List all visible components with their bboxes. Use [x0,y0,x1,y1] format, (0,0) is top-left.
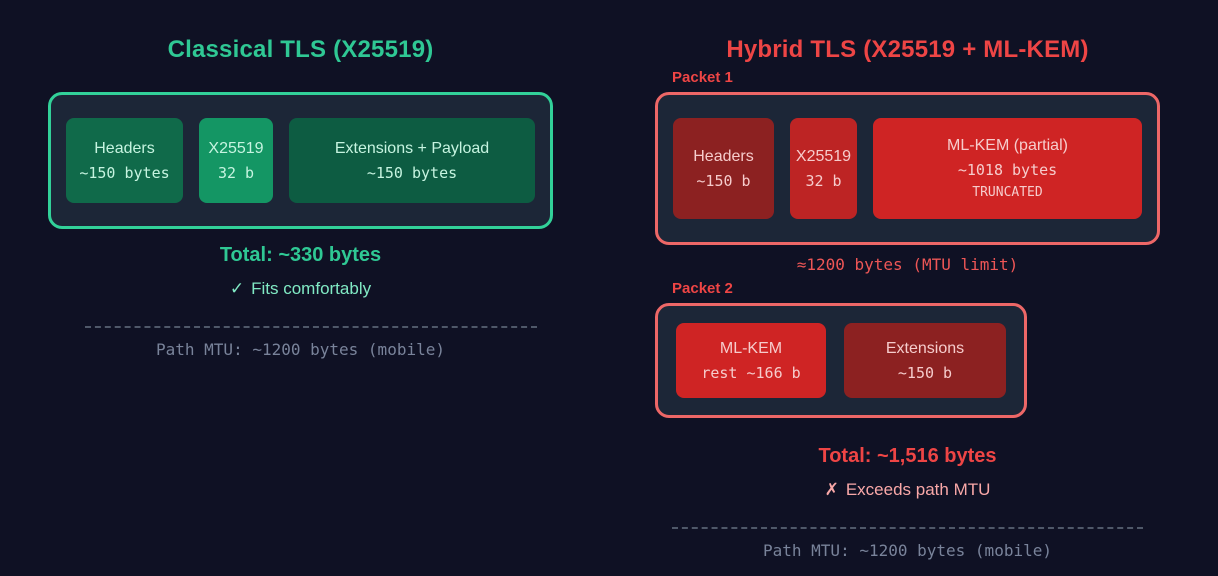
hybrid-divider [672,527,1143,529]
hybrid-mtu-note: Path MTU: ~1200 bytes (mobile) [763,541,1052,560]
hybrid-packet1-panel: Headers ~150 b X25519 32 b ML-KEM (parti… [655,92,1160,245]
segment-size: rest ~166 b [701,363,801,382]
classical-segment-headers: Headers ~150 bytes [66,118,183,203]
segment-size: ~150 bytes [366,163,458,182]
packet1-segment-headers: Headers ~150 b [673,118,774,219]
classical-mtu-note: Path MTU: ~1200 bytes (mobile) [156,340,445,359]
segment-name: ML-KEM (partial) [947,137,1068,154]
cross-icon: ✗ [824,480,839,499]
packet2-label: Packet 2 [672,280,733,297]
hybrid-title: Hybrid TLS (X25519 + ML-KEM) [726,36,1089,63]
segment-name: X25519 [795,147,852,165]
segment-size: ~150 b [696,171,751,190]
segment-name: Extensions + Payload [334,139,490,157]
hybrid-packet2-panel: ML-KEM rest ~166 b Extensions ~150 b [655,303,1027,418]
check-icon: ✓ [229,279,245,298]
classical-packet-panel: Headers ~150 bytes X25519 32 b Extension… [48,92,553,229]
segment-truncated-note: TRUNCATED [972,185,1043,200]
packet2-segment-extensions: Extensions ~150 b [844,323,1006,398]
packet1-segment-x25519: X25519 32 b [790,118,857,219]
segment-name: Headers [94,139,155,157]
classical-divider [85,326,537,328]
segment-name: Extensions [885,339,965,357]
segment-size: 32 b [805,171,842,190]
classical-segment-extensions-payload: Extensions + Payload ~150 bytes [289,118,535,203]
segment-name: ML-KEM [719,339,783,357]
segment-name: Headers [693,147,754,165]
classical-segment-x25519: X25519 32 b [199,118,273,203]
segment-size: ~1018 bytes [957,161,1058,179]
segment-size: 32 b [217,163,255,182]
classical-total: Total: ~330 bytes [219,244,382,266]
segment-size: ~150 bytes [79,163,170,182]
hybrid-verdict: ✗ Exceeds path MTU [655,480,1160,500]
segment-size: ~150 b [897,363,953,382]
classical-verdict-text: Fits comfortably [251,279,372,298]
packet1-label: Packet 1 [672,69,733,86]
classical-verdict: ✓ Fits comfortably [48,279,553,299]
packet1-segment-mlkem-partial: ML-KEM (partial) ~1018 bytes TRUNCATED [873,118,1142,219]
packet2-segment-mlkem-rest: ML-KEM rest ~166 b [676,323,826,398]
hybrid-verdict-text: Exceeds path MTU [845,480,991,499]
classical-title: Classical TLS (X25519) [167,36,434,63]
packet1-mtu-caption: ≈1200 bytes (MTU limit) [796,255,1019,274]
hybrid-total: Total: ~1,516 bytes [818,445,997,467]
segment-name: X25519 [208,139,264,157]
